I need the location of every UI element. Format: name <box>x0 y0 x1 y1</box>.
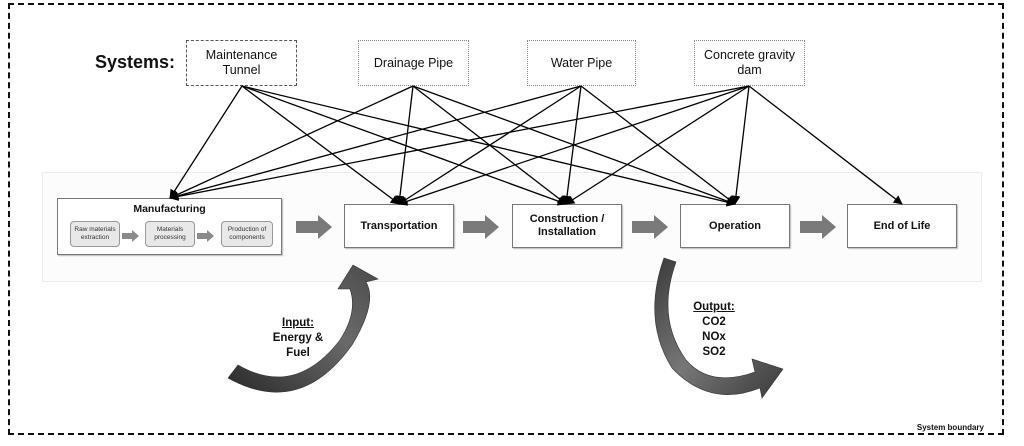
system-concrete-gravity-dam: Concrete gravity dam <box>694 40 805 86</box>
step-raw-materials: Raw materials extraction <box>70 221 120 247</box>
connector-dam-end-of-life <box>748 85 903 205</box>
system-stage-connectors <box>169 85 903 207</box>
connector-maintenance-construction <box>241 85 567 206</box>
system-maintenance-tunnel: Maintenance Tunnel <box>186 40 297 86</box>
connector-water-transportation <box>398 85 582 205</box>
connector-dam-construction <box>565 85 750 205</box>
arrow-flow-2 <box>463 215 499 239</box>
system-boundary-label: System boundary <box>916 423 984 432</box>
output-title: Output: <box>693 301 735 313</box>
input-line-2: Fuel <box>286 347 310 359</box>
input-curved-arrow <box>227 264 379 393</box>
systems-label: Systems: <box>95 52 176 72</box>
arrow-flow-4 <box>800 215 836 239</box>
step-production-components: Production of components <box>221 221 273 247</box>
arrow-substep-2 <box>197 230 214 242</box>
sub-step-arrows <box>122 230 214 242</box>
stage-end-of-life: End of Life <box>847 204 957 248</box>
output-line-1: CO2 <box>702 316 726 328</box>
output-block: Output: CO2 NOx SO2 <box>682 300 746 360</box>
output-curved-arrow <box>654 257 784 399</box>
stage-transportation: Transportation <box>344 204 454 248</box>
input-line-1: Energy & <box>272 332 324 344</box>
connector-dam-operation <box>731 85 750 205</box>
connector-maintenance-manufacturing <box>169 85 243 199</box>
connector-maintenance-transportation <box>241 85 400 205</box>
system-boundary <box>8 3 1004 435</box>
connector-drainage-transportation <box>395 85 414 205</box>
arrow-substep-1 <box>122 230 139 242</box>
connector-water-manufacturing <box>169 85 582 201</box>
input-block: Input: Energy & Fuel <box>262 316 334 361</box>
system-water-pipe: Water Pipe <box>527 40 636 86</box>
output-line-2: NOx <box>702 331 726 343</box>
input-title: Input: <box>282 317 314 329</box>
arrow-flow-3 <box>632 215 668 239</box>
step-materials-processing: Materials processing <box>145 221 195 247</box>
arrow-flow-1 <box>296 215 332 239</box>
connector-drainage-manufacturing <box>169 85 414 199</box>
manufacturing-title: Manufacturing <box>133 203 206 215</box>
connector-dam-manufacturing <box>169 85 750 201</box>
system-drainage-pipe: Drainage Pipe <box>358 40 469 86</box>
stage-flow-arrows <box>296 215 836 239</box>
output-line-3: SO2 <box>702 346 726 358</box>
connector-dam-transportation <box>398 85 750 206</box>
